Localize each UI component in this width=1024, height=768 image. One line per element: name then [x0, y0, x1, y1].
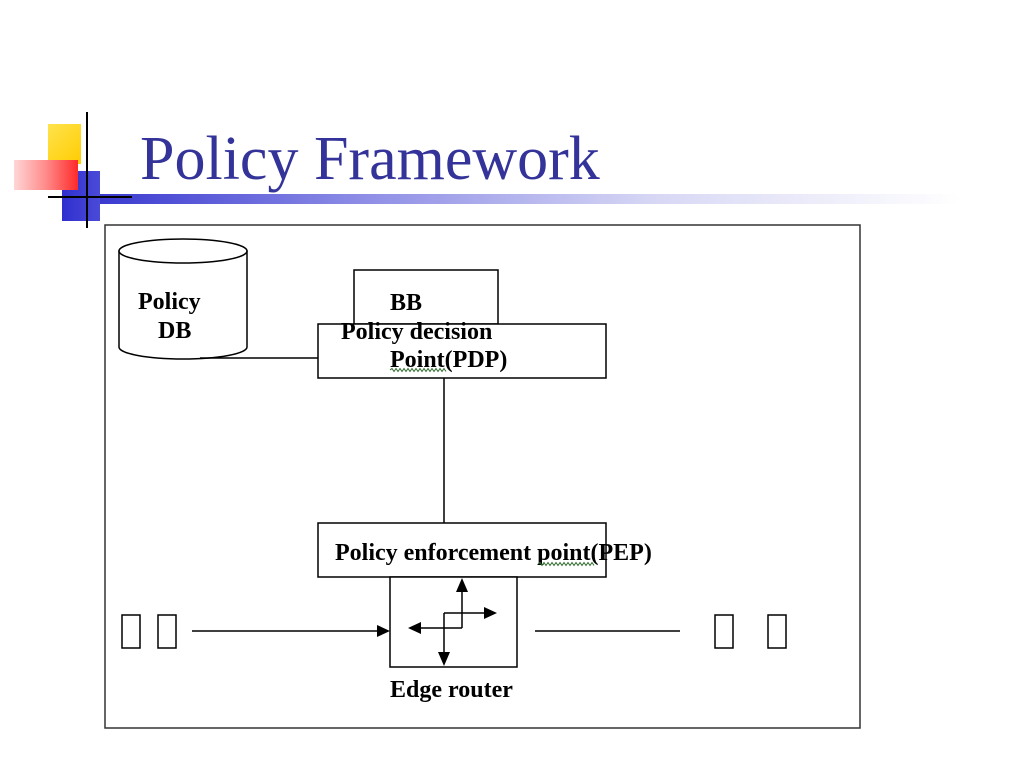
- arrow-left-icon: [408, 622, 421, 634]
- pdp-box: Policy decision Point(PDP): [317, 319, 607, 379]
- edge-router: Edge router: [389, 576, 518, 703]
- bb-box: BB: [353, 269, 499, 325]
- edge-router-label: Edge router: [390, 677, 513, 703]
- policy-db-cylinder: Policy DB: [118, 238, 248, 360]
- bb-box-outline: [353, 269, 499, 325]
- pep-box: Policy enforcement point(PEP): [317, 522, 652, 578]
- pdp-label-line1: Policy decision: [341, 319, 492, 345]
- accent-red-bar: [14, 160, 78, 190]
- bb-label: BB: [390, 290, 422, 316]
- title-underline-band: [100, 194, 960, 204]
- policy-db-label-line2: DB: [158, 318, 191, 344]
- accent-vertical-line: [86, 112, 88, 228]
- arrow-right-icon: [377, 625, 390, 637]
- cylinder-top: [118, 238, 248, 264]
- unrendered-glyph-box: [121, 614, 141, 649]
- arrow-down-icon: [438, 652, 450, 666]
- accent-horizontal-line: [48, 196, 132, 198]
- unrendered-glyph-box: [157, 614, 177, 649]
- unrendered-glyph-box: [767, 614, 787, 649]
- accent-yellow-square: [48, 124, 81, 164]
- diagram-frame: [104, 224, 861, 729]
- pep-box-outline: [317, 522, 607, 578]
- unrendered-glyph-box: [714, 614, 734, 649]
- slide-title: Policy Framework: [140, 125, 600, 193]
- spellcheck-squiggle: [537, 561, 595, 567]
- spellcheck-squiggle: [389, 367, 447, 373]
- outgoing-traffic: [535, 614, 787, 649]
- router-arrows-icon: [408, 578, 497, 666]
- pep-label: Policy enforcement point(PEP): [335, 540, 652, 566]
- arrow-up-icon: [456, 578, 468, 592]
- arrow-right-icon: [484, 607, 497, 619]
- database-cylinder-icon: [118, 250, 248, 360]
- policy-db-label-line1: Policy: [138, 289, 201, 315]
- pdp-box-outline: [317, 323, 607, 379]
- edge-router-box: [389, 576, 518, 668]
- incoming-traffic: [121, 614, 390, 649]
- pdp-label-line2: Point(PDP): [390, 347, 507, 373]
